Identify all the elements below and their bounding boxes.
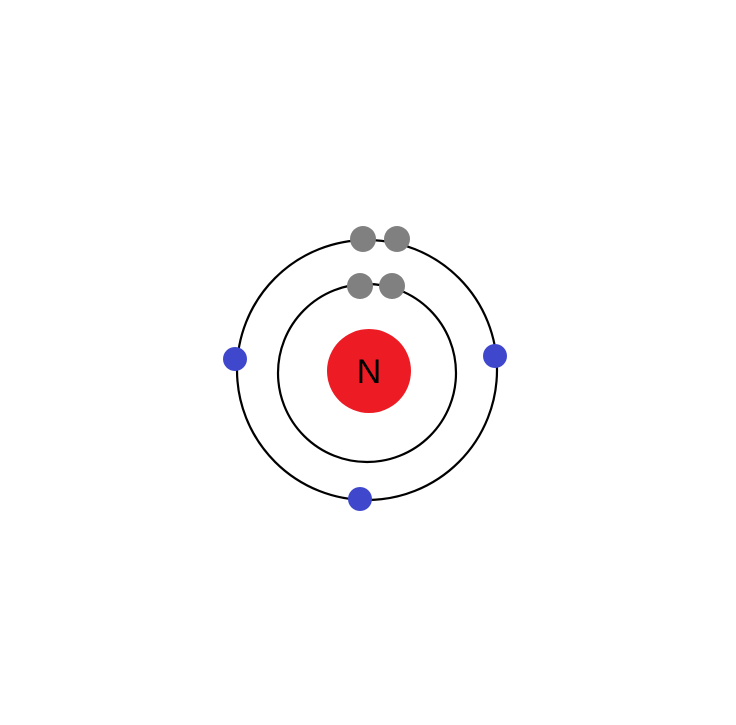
outer-shell-unpaired-electron: [483, 344, 507, 368]
outer-shell-paired-electron: [350, 226, 376, 252]
outer-shell-paired-electron: [384, 226, 410, 252]
inner-shell-electron: [347, 273, 373, 299]
element-symbol: N: [357, 353, 382, 391]
outer-shell-unpaired-electron: [348, 487, 372, 511]
nucleus: [327, 329, 411, 413]
inner-shell-electron: [379, 273, 405, 299]
outer-shell-unpaired-electron: [223, 347, 247, 371]
